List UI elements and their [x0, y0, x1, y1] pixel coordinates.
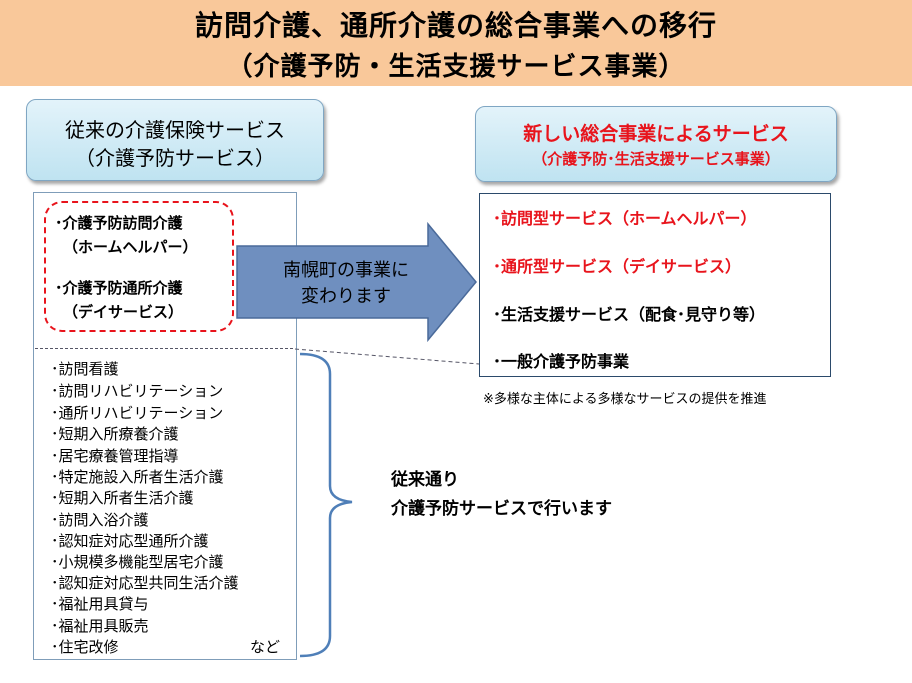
- highlighted-item-label: ･介護予防通所介護: [55, 279, 183, 297]
- highlighted-item-note: （デイサービス）: [63, 303, 184, 321]
- section-divider: [35, 348, 293, 349]
- old-service-list: [33, 192, 297, 660]
- page-title: 訪問介護、通所介護の総合事業への移行: [194, 9, 717, 42]
- list-item: ･訪問入浴介護: [51, 511, 149, 529]
- list-item: ･訪問リハビリテーション: [51, 382, 224, 400]
- continuation-label-line1: 従来通り: [391, 470, 459, 490]
- page-subtitle: （介護予防・生活支援サービス事業）: [226, 52, 686, 82]
- old-service-heading: 従来の介護保険サービス （介護予防サービス）: [26, 99, 324, 181]
- arrow-label-line1: 南幌町の事業に: [283, 260, 409, 281]
- new-item-general-prevention: ･一般介護予防事業: [493, 352, 630, 371]
- new-service-list: [479, 193, 831, 377]
- old-service-heading-line1: 従来の介護保険サービス: [65, 118, 285, 142]
- new-service-heading-line1: 新しい総合事業によるサービス: [523, 123, 789, 145]
- new-item-visit-service: ･訪問型サービス（ホームヘルパー）: [493, 209, 757, 228]
- connector-line: [294, 348, 480, 365]
- continuation-label-line2: 介護予防サービスで行います: [391, 499, 612, 519]
- list-item: ･福祉用具販売: [51, 617, 149, 635]
- transitioning-services-highlight: [44, 201, 234, 332]
- arrow-label-line2: 変わります: [301, 286, 391, 307]
- highlighted-item-label: ･介護予防訪問介護: [55, 214, 183, 232]
- etc-label: など: [250, 638, 281, 656]
- list-item: ･住宅改修: [51, 638, 119, 656]
- list-item: ･短期入所者生活介護: [51, 489, 194, 507]
- list-item: ･居宅療養管理指導: [51, 447, 179, 465]
- new-item-day-service: ･通所型サービス（デイサービス）: [493, 257, 742, 276]
- list-item: ･認知症対応型共同生活介護: [51, 574, 239, 592]
- transition-arrow: [236, 221, 477, 343]
- arrow-label: 南幌町の事業に 変わります: [256, 258, 436, 310]
- list-item: ･特定施設入所者生活介護: [51, 468, 224, 486]
- list-item: ･通所リハビリテーション: [51, 404, 224, 422]
- curly-brace: [299, 352, 353, 658]
- list-item: ･認知症対応型通所介護: [51, 532, 209, 550]
- new-item-life-support: ･生活支援サービス（配食･見守り等）: [493, 305, 766, 324]
- footnote: ※多様な主体による多様なサービスの提供を推進: [483, 392, 767, 407]
- title-banner: 訪問介護、通所介護の総合事業への移行 （介護予防・生活支援サービス事業）: [0, 0, 912, 86]
- highlighted-item-visit-care: ･介護予防訪問介護 （ホームヘルパー）: [55, 211, 198, 259]
- list-item: ･訪問看護: [51, 360, 119, 378]
- list-item: ･短期入所療養介護: [51, 425, 179, 443]
- new-service-heading-line2: （介護予防･生活支援サービス事業）: [532, 150, 780, 168]
- list-item: ･小規模多機能型居宅介護: [51, 553, 224, 571]
- highlighted-item-note: （ホームヘルパー）: [63, 238, 198, 256]
- new-service-heading: 新しい総合事業によるサービス （介護予防･生活支援サービス事業）: [475, 106, 837, 182]
- highlighted-item-day-care: ･介護予防通所介護 （デイサービス）: [55, 276, 183, 324]
- list-item: ･福祉用具貸与: [51, 595, 149, 613]
- old-service-heading-line2: （介護予防サービス）: [75, 146, 275, 170]
